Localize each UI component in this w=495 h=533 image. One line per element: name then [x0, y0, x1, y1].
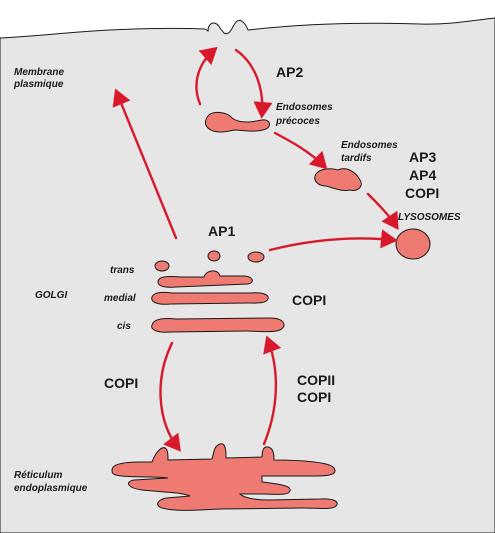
arrow-golgi-to-er-copi — [159, 341, 181, 452]
label-late-endosomes-line2: tardifs — [341, 153, 372, 164]
label-er-line1: Réticulum — [14, 470, 62, 481]
label-plasma-membrane-line1: Membrane — [14, 67, 64, 78]
label-early-endosomes-line2: précoces — [275, 116, 320, 127]
label-copi-left: COPI — [104, 375, 138, 391]
label-copii: COPII — [297, 372, 335, 388]
late-endosome — [314, 168, 362, 191]
label-golgi-trans: trans — [110, 265, 135, 276]
label-golgi-cis: cis — [117, 321, 131, 332]
arrow-early-to-late-endosome — [273, 131, 328, 170]
label-golgi-medial: medial — [104, 293, 136, 304]
label-ap4: AP4 — [409, 167, 436, 183]
arrow-plasma-membrane-to-early-endosome — [234, 48, 273, 119]
endoplasmic-reticulum — [111, 443, 338, 511]
label-copi-golgi: COPI — [292, 292, 326, 308]
arrow-late-endosome-to-lysosome — [366, 192, 399, 230]
label-ap1: AP1 — [208, 223, 235, 239]
label-er-line2: endoplasmique — [14, 483, 88, 494]
early-endosome — [204, 111, 270, 133]
label-early-endosomes-line1: Endosomes — [276, 102, 333, 113]
label-lysosomes: LYSOSOMES — [398, 212, 461, 223]
golgi-trans-vesicle-2 — [207, 250, 221, 262]
golgi-trans-vesicle-3 — [247, 251, 265, 263]
arrow-golgi-to-plasma-membrane — [112, 88, 178, 240]
label-ap3: AP3 — [409, 149, 436, 165]
label-ap2: AP2 — [276, 64, 303, 80]
label-late-endosomes-line1: Endosomes — [341, 140, 398, 151]
golgi-trans-cisterna — [157, 270, 253, 288]
cytoplasm — [0, 17, 495, 533]
arrow-early-endosome-to-plasma-membrane — [195, 46, 218, 106]
label-golgi: GOLGI — [35, 290, 67, 301]
golgi-cis-cisterna — [151, 317, 285, 333]
lysosome — [395, 228, 431, 260]
arrow-er-to-golgi-copii — [262, 335, 282, 446]
golgi-trans-vesicle-1 — [154, 260, 170, 272]
arrow-golgi-to-lysosome — [268, 229, 398, 252]
label-copi-lysosome: COPI — [405, 185, 439, 201]
label-plasma-membrane-line2: plasmique — [13, 79, 64, 90]
golgi-medial-cisterna — [151, 292, 269, 305]
label-copi-right: COPI — [297, 389, 331, 405]
